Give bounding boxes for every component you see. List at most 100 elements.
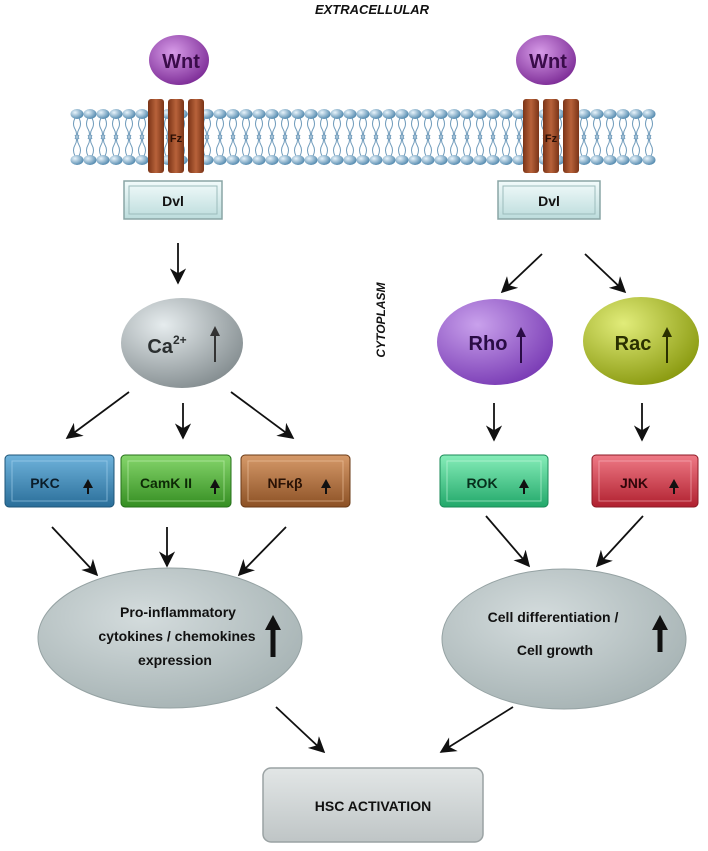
- increase-arrow-icon: [210, 479, 220, 494]
- lipid-head: [616, 155, 630, 165]
- lipid-head: [460, 155, 474, 165]
- differentiation-outcome-node: Cell differentiation / Cell growth: [441, 568, 687, 710]
- lipid-tail: [632, 117, 640, 157]
- lipid-head: [330, 155, 344, 165]
- frizzled-receptor-left: Fz: [148, 99, 204, 173]
- lipid-head: [265, 109, 279, 119]
- lipid-head: [356, 155, 370, 165]
- lipid-tail: [437, 117, 445, 157]
- increase-arrow-icon: [210, 326, 220, 362]
- lipid-tail: [372, 117, 380, 157]
- lipid-head: [408, 155, 422, 165]
- lipid-head: [226, 155, 240, 165]
- jnk-label: JNK: [620, 475, 648, 491]
- wnt-ligand-right: Wnt: [516, 35, 576, 85]
- rho-node: Rho: [437, 299, 553, 385]
- lipid-head: [590, 155, 604, 165]
- lipid-tail: [593, 117, 601, 157]
- increase-arrow-icon: [321, 479, 331, 494]
- lipid-head: [395, 109, 409, 119]
- lipid-head: [291, 155, 305, 165]
- lipid-head: [109, 109, 123, 119]
- lipid-head: [252, 109, 266, 119]
- dvl-box-right: Dvl: [497, 180, 601, 220]
- lipid-head: [304, 109, 318, 119]
- lipid-head: [70, 109, 84, 119]
- lipid-head: [512, 155, 526, 165]
- increase-arrow-icon: [519, 479, 529, 494]
- arrow-jnk-to-outcome: [595, 515, 644, 568]
- rac-label: Rac: [615, 333, 652, 355]
- lipid-tail: [385, 117, 393, 157]
- differentiation-outcome-line-2: Cell growth: [517, 642, 593, 658]
- lipid-tail: [515, 117, 523, 157]
- lipid-tail: [424, 117, 432, 157]
- lipid-head: [434, 155, 448, 165]
- lipid-head: [278, 109, 292, 119]
- fz-label-right: Fz: [545, 133, 558, 145]
- dvl-label-left: Dvl: [162, 193, 184, 209]
- dvl-label-right: Dvl: [538, 193, 560, 209]
- lipid-head: [590, 109, 604, 119]
- arrow-right-to-hsc: [439, 706, 514, 753]
- pkc-box: PKC: [4, 454, 115, 508]
- lipid-tail: [645, 117, 653, 157]
- lipid-tail: [320, 117, 328, 157]
- lipid-head: [343, 109, 357, 119]
- rok-label: ROK: [466, 475, 497, 491]
- lipid-head: [369, 109, 383, 119]
- camk-label: CamK II: [140, 475, 192, 491]
- calcium-node: Ca2+: [121, 298, 243, 388]
- lipid-tail: [229, 117, 237, 157]
- lipid-tail: [606, 117, 614, 157]
- wnt-label-left: Wnt: [162, 51, 200, 73]
- lipid-head: [616, 109, 630, 119]
- extracellular-label: EXTRACELLULAR: [315, 2, 430, 17]
- lipid-tail: [112, 117, 120, 157]
- arrow-dvl-to-rho: [500, 253, 543, 294]
- rok-box: ROK: [439, 454, 549, 508]
- arrow-pkc-to-outcome: [51, 526, 99, 577]
- lipid-head: [421, 109, 435, 119]
- increase-arrow-icon: [516, 327, 526, 363]
- lipid-tail: [411, 117, 419, 157]
- lipid-head: [642, 155, 656, 165]
- differentiation-outcome-line-1: Cell differentiation /: [488, 609, 619, 625]
- lipid-head: [408, 109, 422, 119]
- lipid-head: [486, 155, 500, 165]
- lipid-head: [226, 109, 240, 119]
- arrow-dvl-to-rac: [584, 253, 627, 294]
- lipid-head: [109, 155, 123, 165]
- lipid-tail: [73, 117, 81, 157]
- increase-arrow-icon: [669, 479, 679, 494]
- arrow-ca-to-pkc: [65, 391, 130, 439]
- lipid-tail: [281, 117, 289, 157]
- inflammatory-outcome-line-1: Pro-inflammatory: [120, 604, 236, 620]
- lipid-head: [265, 155, 279, 165]
- wnt-label-right: Wnt: [529, 51, 567, 73]
- lipid-tail: [242, 117, 250, 157]
- lipid-tail: [125, 117, 133, 157]
- lipid-tail: [86, 117, 94, 157]
- lipid-head: [577, 155, 591, 165]
- lipid-tail: [359, 117, 367, 157]
- lipid-head: [499, 155, 513, 165]
- hsc-activation-box: HSC ACTIVATION: [262, 767, 484, 843]
- lipid-head: [434, 109, 448, 119]
- lipid-head: [642, 109, 656, 119]
- lipid-head: [499, 109, 513, 119]
- lipid-head: [317, 155, 331, 165]
- lipid-head: [629, 109, 643, 119]
- increase-arrow-icon: [652, 615, 668, 652]
- lipid-head: [70, 155, 84, 165]
- lipid-tail: [463, 117, 471, 157]
- increase-arrow-icon: [265, 615, 281, 657]
- lipid-head: [252, 155, 266, 165]
- increase-arrow-icon: [662, 327, 672, 363]
- camk-box: CamK II: [120, 454, 232, 508]
- lipid-tail: [450, 117, 458, 157]
- lipid-tail: [255, 117, 263, 157]
- lipid-head: [395, 155, 409, 165]
- lipid-tail: [619, 117, 627, 157]
- lipid-head: [317, 109, 331, 119]
